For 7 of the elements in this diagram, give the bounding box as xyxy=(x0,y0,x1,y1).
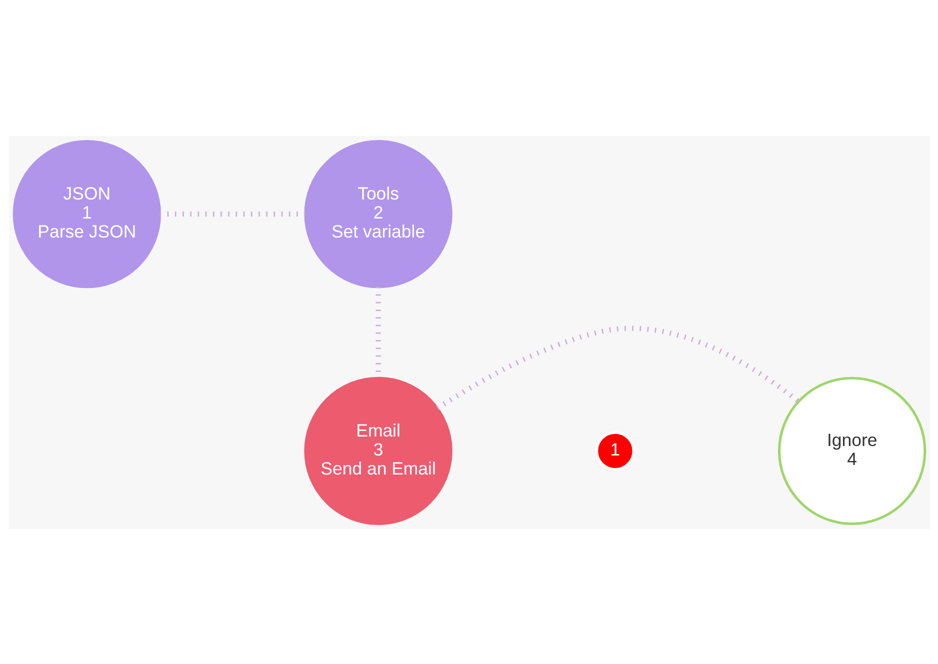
connector xyxy=(159,211,305,216)
node-circle: JSON 1 Parse JSON xyxy=(12,139,161,288)
node-circle: 1 xyxy=(595,430,634,470)
node-circle: Email 3 Send an Email xyxy=(304,376,452,525)
connector xyxy=(436,325,800,410)
node-circle: Ignore 4 xyxy=(777,376,926,525)
node-circle: Tools 2 Set variable xyxy=(304,139,452,288)
